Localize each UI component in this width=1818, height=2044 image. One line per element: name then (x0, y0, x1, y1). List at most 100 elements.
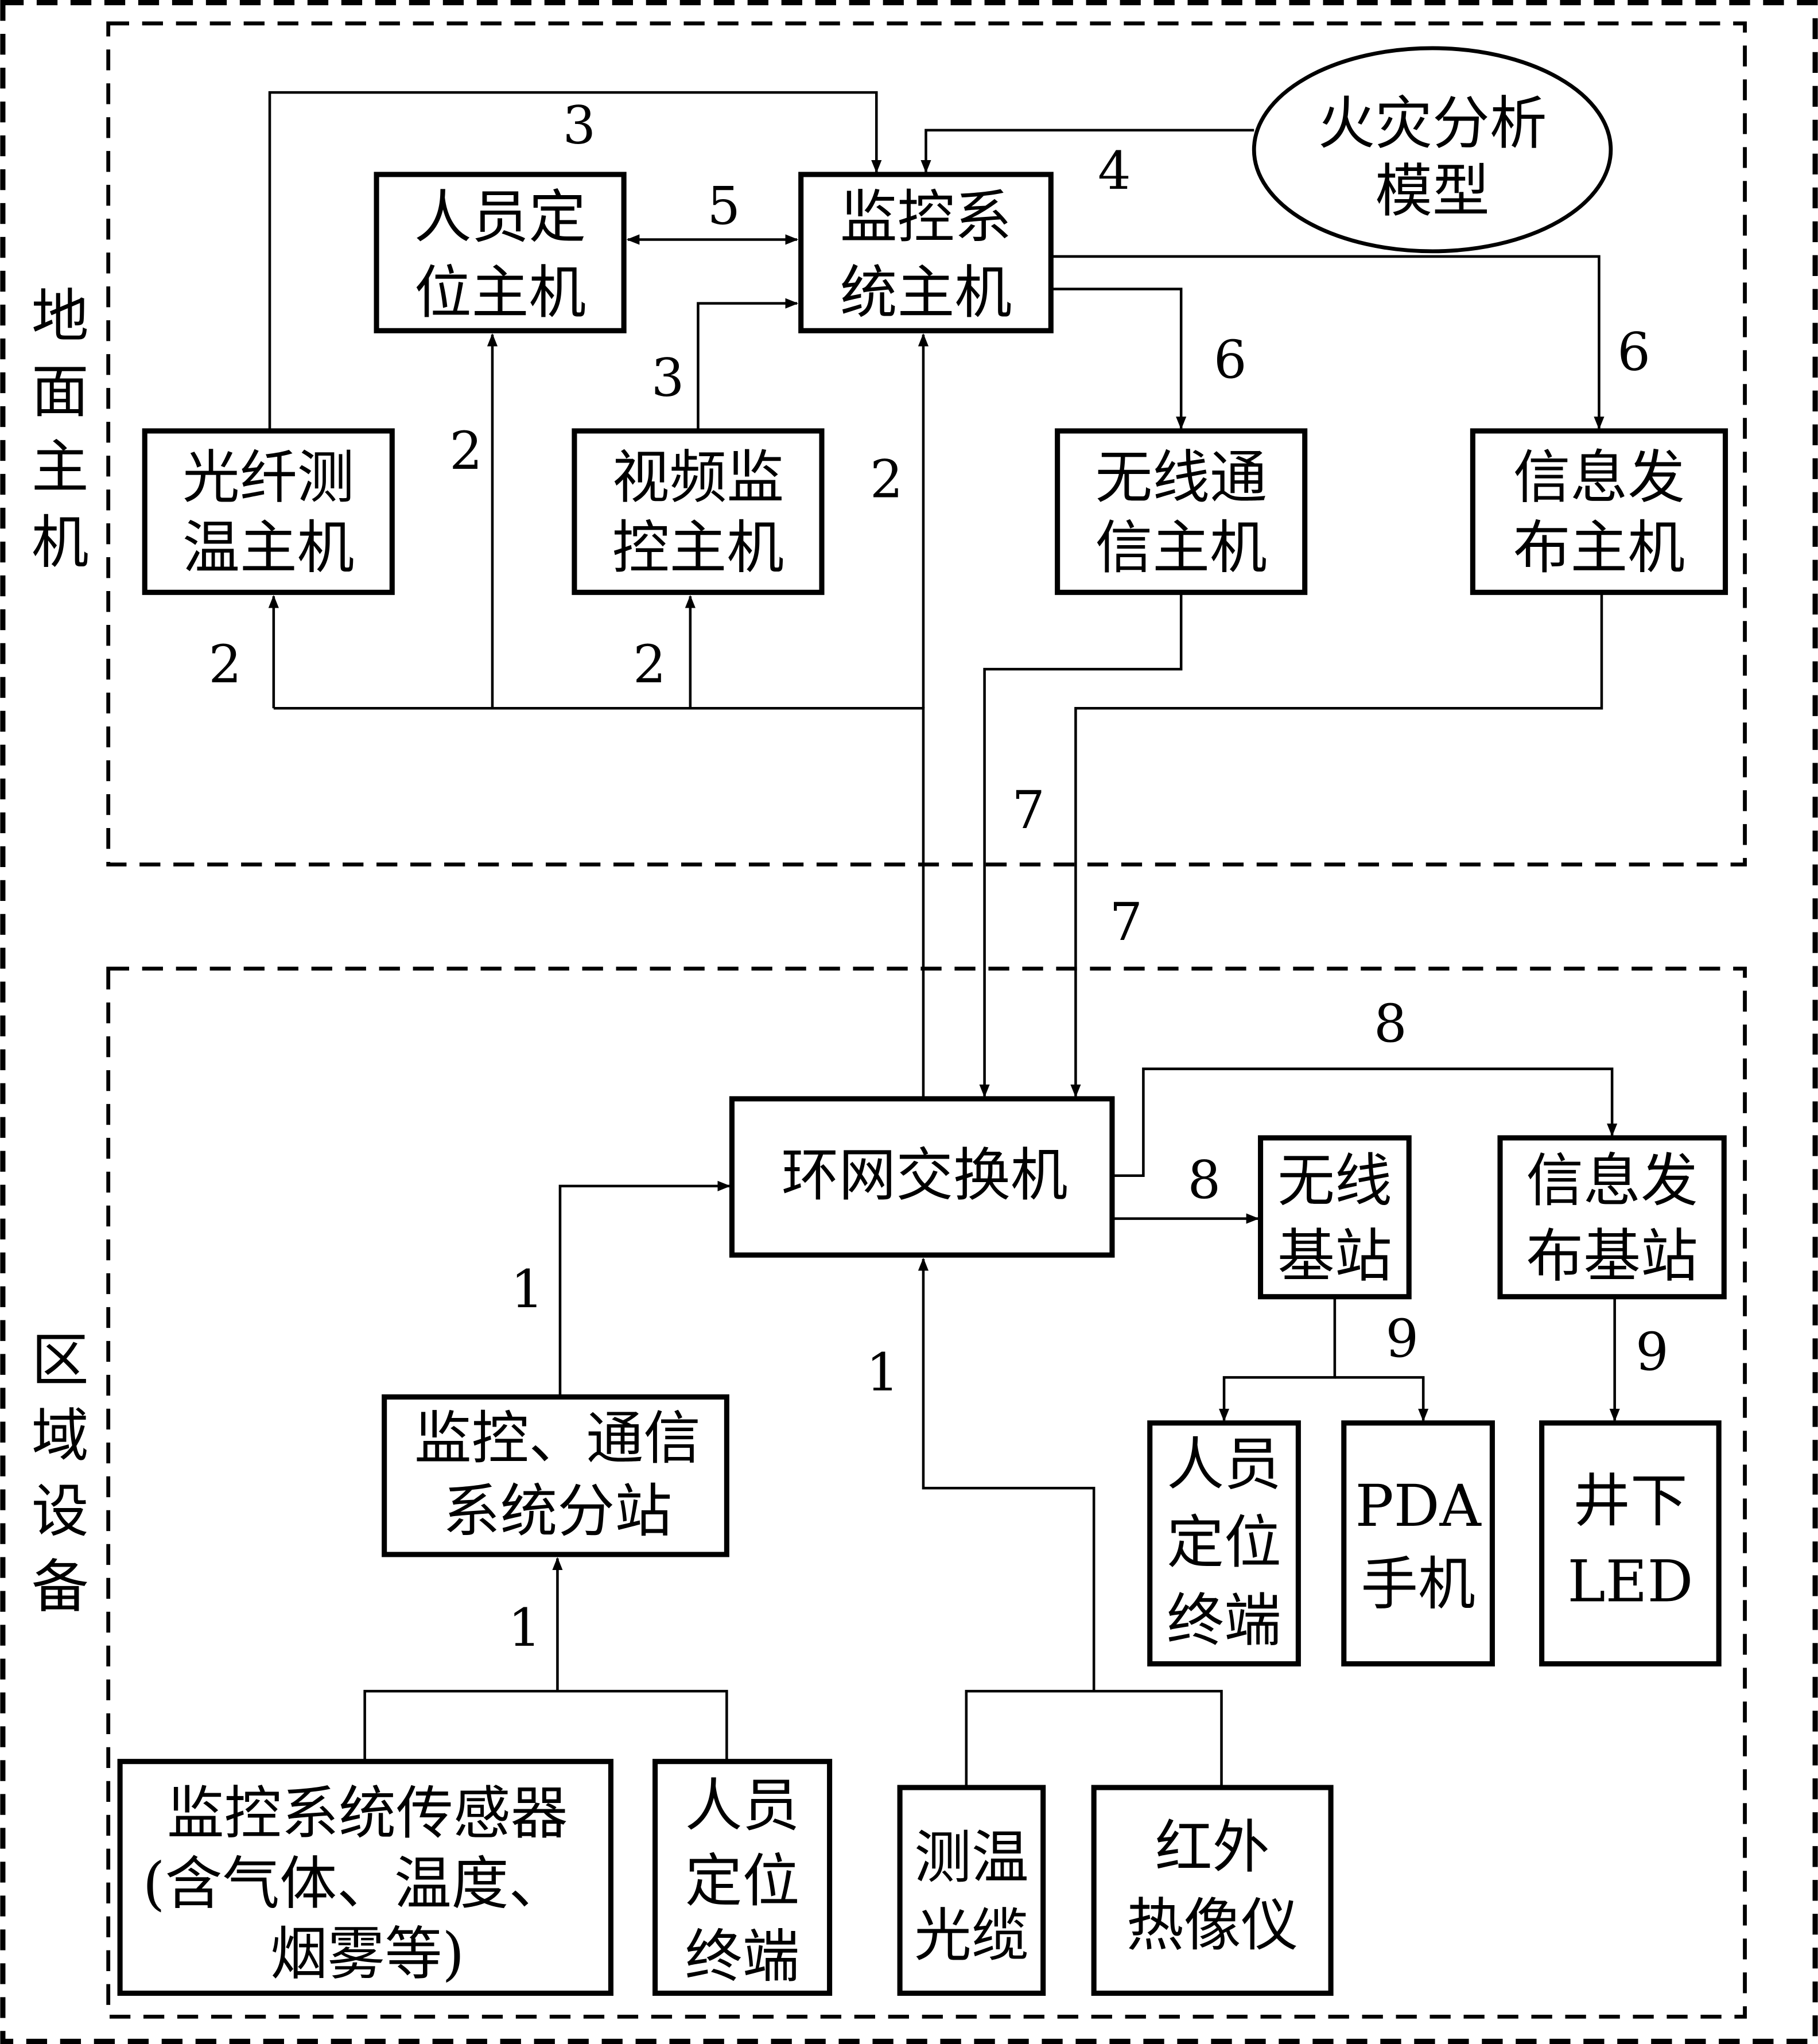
edge-temp-to-switch (965, 1689, 1223, 1788)
ring-switch-label: 环网交换机 (782, 1142, 1068, 1209)
wireless-host-label: 无线通 (1095, 444, 1267, 511)
edge-label: 9 (1385, 1309, 1419, 1369)
edge-label: 3 (563, 96, 596, 156)
info-host-box (1470, 428, 1728, 595)
svg-text:系统分站: 系统分站 (443, 1478, 672, 1545)
svg-text:布基站: 布基站 (1526, 1222, 1697, 1289)
svg-text:域: 域 (32, 1402, 89, 1470)
led-box (1539, 1420, 1722, 1667)
edge-temp-up (918, 1257, 1096, 1692)
substation-label: 监控、通信 (414, 1405, 701, 1472)
svg-text:光缆: 光缆 (914, 1902, 1029, 1969)
personnel-terminal-b-box (652, 1759, 833, 1996)
svg-text:LED: LED (1567, 1548, 1693, 1615)
info-station-label: 信息发 (1526, 1147, 1697, 1214)
edge-label: 3 (651, 348, 685, 409)
edge-label: 1 (511, 1260, 544, 1320)
svg-text:控主机: 控主机 (612, 514, 784, 581)
svg-text:位主机: 位主机 (414, 259, 586, 327)
info-station-box (1497, 1135, 1727, 1300)
thermal-imager-label: 红外 (1155, 1813, 1270, 1880)
temp-cable-box (897, 1785, 1046, 1996)
edge-switch-to-info-station (1112, 1067, 1618, 1177)
personnel-host-box (374, 172, 627, 333)
svg-text:主: 主 (32, 434, 89, 501)
ground-region (106, 21, 1747, 866)
wireless-station-label: 无线 (1277, 1147, 1392, 1214)
area-label: 区 域 设 备 (32, 1327, 89, 1621)
svg-text:温主机: 温主机 (182, 514, 354, 581)
svg-text:区: 区 (32, 1327, 89, 1394)
svg-text:基站: 基站 (1277, 1222, 1392, 1289)
personnel-host-label: 人员定 (414, 184, 586, 251)
pda-box (1341, 1420, 1495, 1667)
area-region (106, 966, 1747, 2019)
edge-monitor-to-info (1051, 255, 1605, 430)
fire-model-ellipse (1252, 46, 1613, 254)
edge-label: 1 (508, 1598, 541, 1658)
edge-station-split (1218, 1296, 1337, 1422)
pda-label: PDA (1355, 1472, 1482, 1540)
edge-label: 2 (633, 635, 666, 695)
ring-switch-box (729, 1096, 1115, 1258)
video-host-label: 视频监 (612, 444, 784, 511)
edge-info-to-switch (1070, 592, 1603, 1098)
svg-text:地: 地 (32, 282, 89, 349)
edge-bus-2 (273, 706, 925, 1098)
led-label: 井下 (1573, 1467, 1688, 1534)
svg-text:设: 设 (32, 1478, 89, 1545)
svg-text:定位: 定位 (685, 1847, 800, 1914)
ground-label: 地 面 主 机 (32, 282, 89, 576)
personnel-terminal-a-label: 人员 (1167, 1431, 1281, 1498)
wireless-host-box (1055, 428, 1308, 595)
edge-label: 5 (707, 176, 740, 236)
svg-text:(含气体、温度、: (含气体、温度、 (143, 1850, 566, 1917)
svg-text:备: 备 (32, 1553, 89, 1621)
svg-text:终端: 终端 (1167, 1587, 1281, 1654)
edge-station-to-pda (1334, 1376, 1429, 1422)
edge-label: 7 (1012, 780, 1045, 841)
personnel-terminal-a-box (1147, 1420, 1301, 1667)
info-host-label: 信息发 (1513, 444, 1685, 511)
temp-cable-label: 测温 (914, 1824, 1029, 1891)
edge-label: 6 (1617, 322, 1650, 382)
svg-text:终端: 终端 (685, 1923, 800, 1990)
edge-fire-to-monitor (920, 129, 1254, 173)
monitor-host-box (798, 172, 1054, 333)
edge-label: 9 (1636, 1322, 1669, 1382)
monitor-host-label: 监控系 (840, 184, 1012, 251)
edge-label: 2 (208, 635, 242, 695)
edge-label: 4 (1098, 141, 1131, 201)
edge-label: 8 (1374, 994, 1407, 1054)
svg-text:面: 面 (32, 358, 89, 425)
svg-text:信主机: 信主机 (1095, 514, 1267, 581)
svg-text:烟雾等): 烟雾等) (270, 1920, 464, 1987)
svg-text:统主机: 统主机 (840, 259, 1012, 327)
fiber-host-label: 光纤测 (182, 444, 354, 511)
svg-text:热像仪: 热像仪 (1126, 1892, 1298, 1959)
edge-fiber-to-monitor (268, 91, 882, 431)
svg-text:定位: 定位 (1167, 1509, 1281, 1576)
edge-substation-to-switch (558, 1180, 731, 1397)
edge-label: 6 (1214, 330, 1247, 390)
svg-text:模型: 模型 (1375, 158, 1490, 225)
edge-label: 7 (1109, 892, 1143, 953)
edge-video-to-monitor (697, 298, 799, 431)
svg-text:机: 机 (32, 509, 89, 576)
svg-text:手机: 手机 (1361, 1551, 1475, 1618)
fire-model-label: 火灾分析 (1318, 90, 1547, 157)
edge-label: 2 (870, 450, 903, 510)
edge-monitor-to-wireless (1051, 287, 1187, 430)
svg-text:布主机: 布主机 (1513, 514, 1685, 581)
thermal-imager-box (1091, 1785, 1334, 1996)
substation-box (382, 1394, 729, 1557)
edge-label: 8 (1188, 1150, 1221, 1210)
edge-label: 1 (866, 1343, 899, 1403)
sensors-label: 监控系统传感器 (167, 1779, 568, 1847)
edge-sensors-to-substation (363, 1689, 728, 1762)
edge-label: 2 (449, 421, 483, 481)
edge-wireless-to-switch (979, 592, 1183, 1098)
personnel-terminal-b-label: 人员 (685, 1772, 800, 1839)
